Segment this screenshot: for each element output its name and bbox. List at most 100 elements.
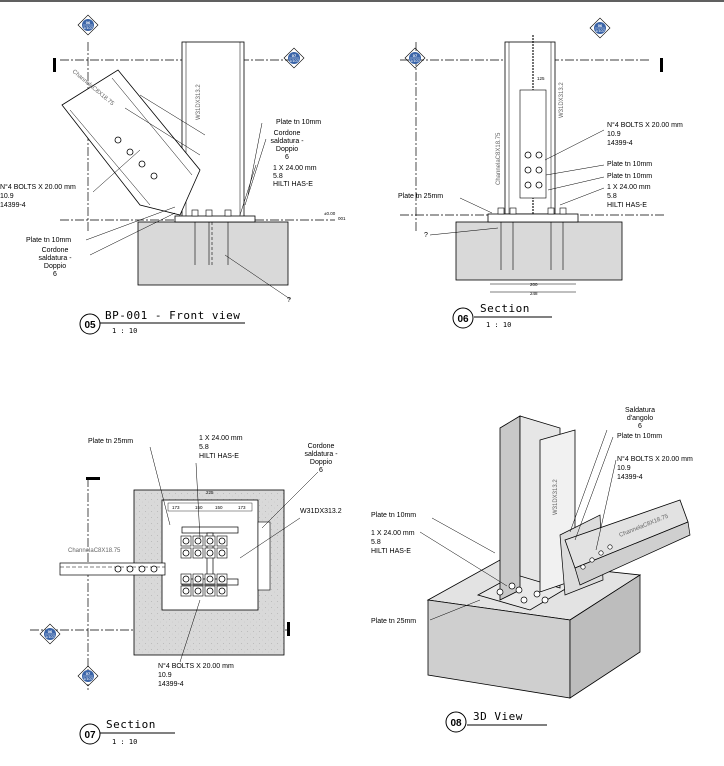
view-title: BP-001 - Front view <box>105 309 240 322</box>
label-anchor-3: HILTI HAS-E <box>273 181 313 188</box>
channel-bolts <box>580 544 613 570</box>
channel-label: ChannelaC8X18.75 <box>68 548 121 554</box>
label-plate10-a: Plate tn 10mm <box>607 161 652 168</box>
section-marker-side: 07 1/107 <box>404 47 426 69</box>
footing-side-face <box>569 574 641 699</box>
marker-side-sheet: 1/107 <box>289 58 300 63</box>
dim-top: 125 <box>537 76 545 81</box>
label-question: ? <box>424 232 428 239</box>
channel-section <box>519 89 547 199</box>
base-plate <box>174 215 256 223</box>
label-bolts-2: 10.9 <box>158 672 172 679</box>
label-bolts-3: 14399-4 <box>617 474 643 481</box>
grid-end-mark-right <box>287 622 290 636</box>
section-marker-bottom: 07 1/107 <box>77 665 99 687</box>
anchor-bolt <box>218 587 226 595</box>
view-number: 05 <box>84 320 96 331</box>
label-weld-b1: Cordone <box>42 247 69 254</box>
label-bolts-1: N°4 BOLTS X 20.00 mm <box>0 183 76 191</box>
label-plate10-b: Plate tn 10mm <box>26 237 71 244</box>
label-anchor-3: HILTI HAS-E <box>607 202 647 209</box>
label-anchor-1: 1 X 24.00 mm <box>273 165 317 172</box>
column-flange-left <box>499 415 521 601</box>
label-column: W31DX313.2 <box>300 508 342 515</box>
label-bolts-3: 14399-4 <box>0 202 26 209</box>
view-number: 06 <box>457 314 469 325</box>
view-number-circle <box>452 307 474 329</box>
anchor-nuts <box>496 582 549 604</box>
label-anchor-2: 5.8 <box>273 173 283 180</box>
view-number: 08 <box>450 718 462 729</box>
label-bolts-1: N°4 BOLTS X 20.00 mm <box>158 662 234 670</box>
marker-side-number: 07 <box>413 53 418 58</box>
marker-top-number: 06 <box>86 20 91 25</box>
anchor-bolt <box>182 587 190 595</box>
label-weld-2: saldatura - <box>304 451 338 458</box>
label-weld-1: Cordone <box>308 443 335 450</box>
channel-bolts <box>114 565 158 573</box>
label-bolts-3: 14399-4 <box>607 140 633 147</box>
grid-end-mark <box>53 58 56 72</box>
section-marker-left: 06 1/107 <box>39 623 61 645</box>
connection-bolts <box>524 151 543 189</box>
label-plate10-b: Plate tn 10mm <box>607 173 652 180</box>
view-3d: W31DX313.2 ChannelaC8X18.75 Saldatura <box>371 407 693 733</box>
column-label: W31DX313.2 <box>553 479 559 515</box>
view-number: 07 <box>84 730 96 741</box>
anchor-bolt <box>182 537 190 545</box>
anchor-bolt <box>218 549 226 557</box>
label-weld-b3: Doppio <box>44 263 66 270</box>
dim-mid: 200 <box>530 282 538 287</box>
view-front: 06 1/107 07 1/107 W31DX313.2 ChannelaC8X… <box>0 14 346 335</box>
column-label: W31DX313.2 <box>559 82 565 118</box>
marker-bottom-number: 07 <box>86 671 91 676</box>
label-plate10-a: Plate tn 10mm <box>276 119 321 126</box>
label-plate10-a: Plate tn 10mm <box>617 433 662 440</box>
view-scale: 1 : 10 <box>112 327 137 335</box>
anchor-bolts <box>191 209 232 265</box>
marker-left-number: 06 <box>48 629 53 634</box>
anchor-bolt <box>206 537 214 545</box>
label-anchor-1: 1 X 24.00 mm <box>607 184 651 191</box>
label-weld-b2: saldatura - <box>38 255 72 262</box>
anchor-bolt <box>218 537 226 545</box>
channel-label: ChannelaC8X18.75 <box>496 132 502 185</box>
marker-left-sheet: 1/107 <box>45 634 56 639</box>
label-weld-2: d'angolo <box>627 415 653 422</box>
label-weld-a2: saldatura - <box>270 138 304 145</box>
side-plate <box>257 521 271 591</box>
dim-row-2: 150 <box>195 505 203 510</box>
label-weld-a1: Cordone <box>274 130 301 137</box>
anchor-bolts <box>180 535 228 597</box>
anchor-bolt <box>194 587 202 595</box>
concrete-footing <box>455 221 623 281</box>
label-anchor-1: 1 X 24.00 mm <box>371 530 415 537</box>
channel-member <box>59 562 166 576</box>
label-plate25: Plate tn 25mm <box>88 438 133 445</box>
marker-side-number: 07 <box>292 53 297 58</box>
anchor-bolt <box>206 587 214 595</box>
view-scale: 1 : 10 <box>112 738 137 746</box>
grid-end-mark <box>86 477 100 480</box>
label-bolts-1: N°4 BOLTS X 20.00 mm <box>607 121 683 129</box>
dim-row: 173 150 150 173 <box>167 502 253 512</box>
label-question: ? <box>287 297 291 304</box>
anchor-bolt <box>206 575 214 583</box>
anchor-bolt <box>194 549 202 557</box>
section-marker-side: 07 1/107 <box>283 47 305 69</box>
label-weld-3: Doppio <box>310 459 332 466</box>
channel-member: ChannelaC8X18.75 <box>61 69 206 216</box>
marker-bottom-sheet: 1/107 <box>83 676 94 681</box>
anchor-bolt <box>194 575 202 583</box>
view-section-06: 06 1/107 07 1/107 W31DX313.2 ChannelaC8X… <box>398 17 683 329</box>
label-plate25: Plate tn 25mm <box>371 618 416 625</box>
label-weld-a4: 6 <box>285 154 289 161</box>
view-number-circle <box>79 313 101 335</box>
marker-top-sheet: 1/107 <box>83 25 94 30</box>
label-bolts-2: 10.9 <box>0 193 14 200</box>
label-plate25: Plate tn 25mm <box>398 193 443 200</box>
view-section-07: 06 1/107 07 1/107 225 173 150 150 173 <box>30 435 342 746</box>
marker-top-sheet: 1/107 <box>595 28 606 33</box>
view-title: Section <box>106 718 156 731</box>
